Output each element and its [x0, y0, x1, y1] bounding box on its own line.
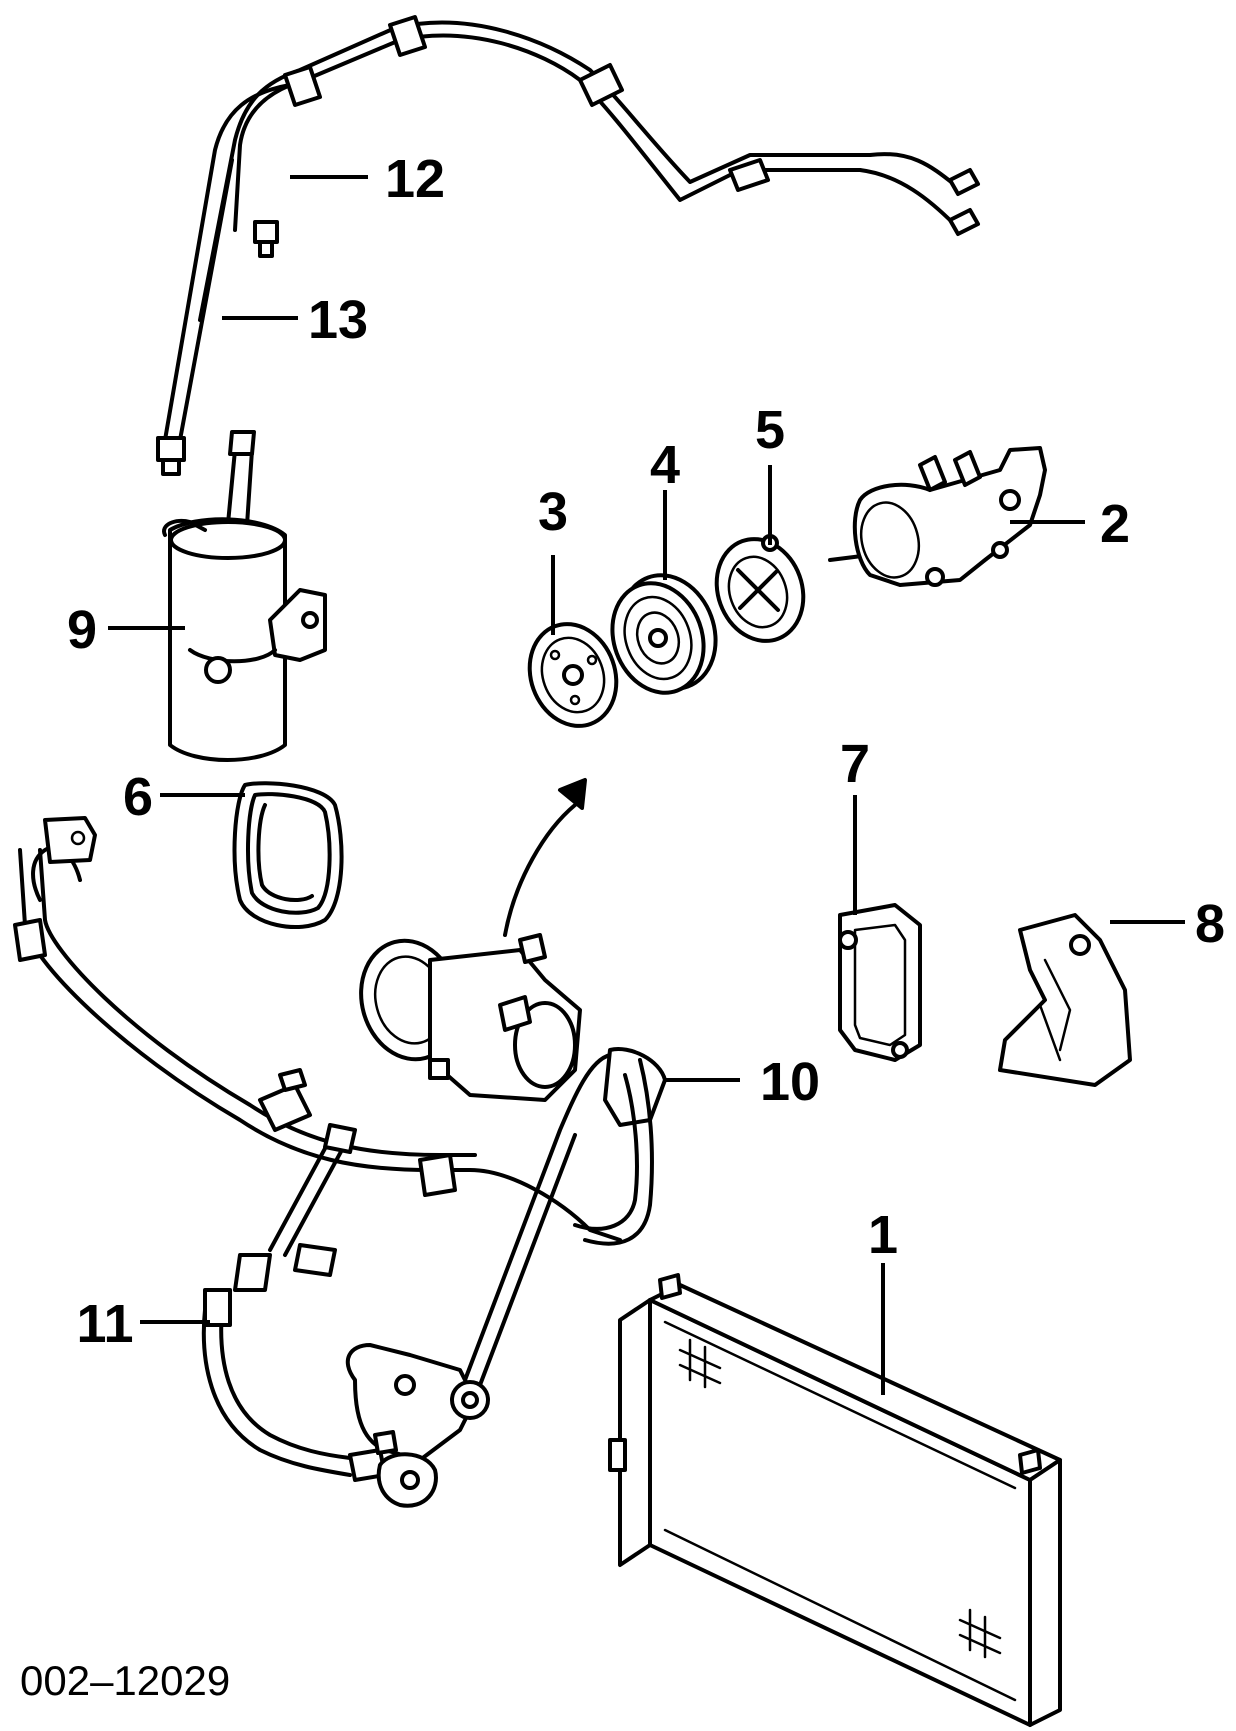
callout-13: 13: [308, 290, 368, 350]
part-3-clutch-hub: [527, 622, 619, 728]
part-10-suction-hose: [345, 1047, 667, 1462]
part-8-mounting-bracket: [998, 913, 1132, 1087]
callout-7: 7: [840, 734, 870, 794]
compressor-assembled: [359, 933, 582, 1102]
reference-code: 002‒12029: [20, 1657, 230, 1704]
leader-lines: [108, 175, 1185, 1395]
part-5-field-coil: [714, 534, 806, 643]
part-6-drive-belt: [232, 781, 344, 929]
callout-10: 10: [760, 1052, 820, 1112]
part-9-receiver-drier: [162, 430, 327, 762]
callout-8: 8: [1195, 894, 1225, 954]
part-12-13-hose-assembly: [156, 15, 980, 476]
callout-12: 12: [385, 149, 445, 209]
part-11-discharge-hose: [13, 816, 622, 1508]
callout-1: 1: [868, 1205, 898, 1265]
part-4-pulley: [610, 573, 718, 695]
part-2-compressor-body: [828, 446, 1047, 587]
direction-arrow: [503, 778, 587, 937]
callout-4: 4: [650, 435, 680, 495]
callout-11: 11: [76, 1294, 133, 1354]
callout-labels: 1 2 3 4 5 6 7 8 9 10 11 12 13: [67, 149, 1225, 1354]
part-7-mounting-plate: [838, 903, 922, 1062]
callout-5: 5: [755, 400, 785, 460]
callout-6: 6: [123, 767, 153, 827]
part-1-condenser: [608, 1273, 1062, 1727]
callout-3: 3: [538, 482, 568, 542]
callout-2: 2: [1100, 494, 1130, 554]
callout-9: 9: [67, 600, 97, 660]
